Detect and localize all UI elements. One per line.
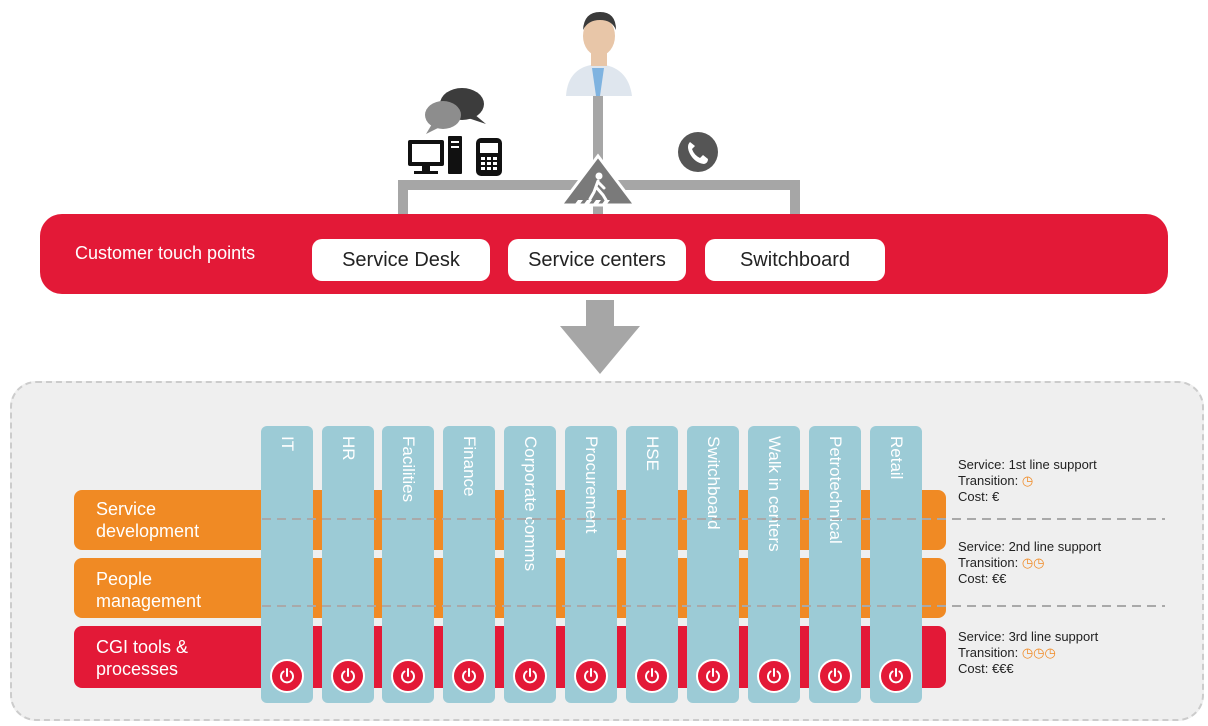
big-down-arrow (560, 300, 640, 374)
column-label: Facilities (399, 436, 418, 503)
power-icon[interactable] (574, 659, 608, 693)
stem-line (593, 95, 603, 187)
touch-points-label: Customer touch points (75, 243, 256, 263)
desktop-computer-icon (408, 136, 462, 174)
mobile-phone-icon (476, 138, 502, 176)
service-note-2nd-line: Service: 2nd line support Transition: ◷◷… (958, 539, 1102, 586)
column-corporate-comms: Corporate comms (504, 426, 556, 703)
column-label: HR (339, 436, 358, 461)
column-finance: Finance (443, 426, 495, 703)
chat-bubbles-icon (425, 88, 486, 134)
column-label: Walk in centers (765, 436, 784, 552)
column-facilities: Facilities (382, 426, 434, 703)
switchboard-box: Switchboard (705, 239, 885, 281)
service-note-3rd-line: Service: 3rd line support Transition: ◷◷… (958, 629, 1099, 676)
person-avatar-icon (566, 12, 632, 96)
service-note-1st-line: Service: 1st line support Transition: ◷ … (958, 457, 1097, 504)
column-label: Switchboard (704, 436, 723, 530)
clock-icon: ◷◷◷ (1021, 645, 1056, 660)
column-walk-in-centers: Walk in centers (748, 426, 800, 703)
power-icon[interactable] (635, 659, 669, 693)
column-petrotechnical: Petrotechnical (809, 426, 861, 703)
column-procurement: Procurement (565, 426, 617, 703)
column-switchboard: Switchboard (687, 426, 739, 703)
column-label: Procurement (582, 436, 601, 534)
clock-icon: ◷◷ (1021, 555, 1045, 570)
power-icon[interactable] (452, 659, 486, 693)
power-icon[interactable] (391, 659, 425, 693)
pedestrian-crossing-icon (557, 153, 639, 207)
power-icon[interactable] (696, 659, 730, 693)
phone-handset-icon (678, 132, 718, 172)
column-hr: HR (322, 426, 374, 703)
row-label-tools-processes: CGI tools &processes (96, 637, 189, 679)
column-label: Finance (460, 436, 479, 497)
power-icon[interactable] (879, 659, 913, 693)
column-label: Retail (887, 436, 906, 480)
power-icon[interactable] (331, 659, 365, 693)
column-label: Petrotechnical (826, 436, 845, 544)
column-hse: HSE (626, 426, 678, 703)
column-retail: Retail (870, 426, 922, 703)
column-label: Corporate comms (521, 436, 540, 572)
clock-icon: ◷ (1021, 473, 1034, 488)
column-label: HSE (643, 436, 662, 471)
power-icon[interactable] (270, 659, 304, 693)
power-icon[interactable] (513, 659, 547, 693)
column-label: IT (278, 436, 297, 452)
power-icon[interactable] (818, 659, 852, 693)
service-desk-box: Service Desk (312, 239, 490, 281)
column-it: IT (261, 426, 313, 703)
power-icon[interactable] (757, 659, 791, 693)
service-centers-box: Service centers (508, 239, 686, 281)
